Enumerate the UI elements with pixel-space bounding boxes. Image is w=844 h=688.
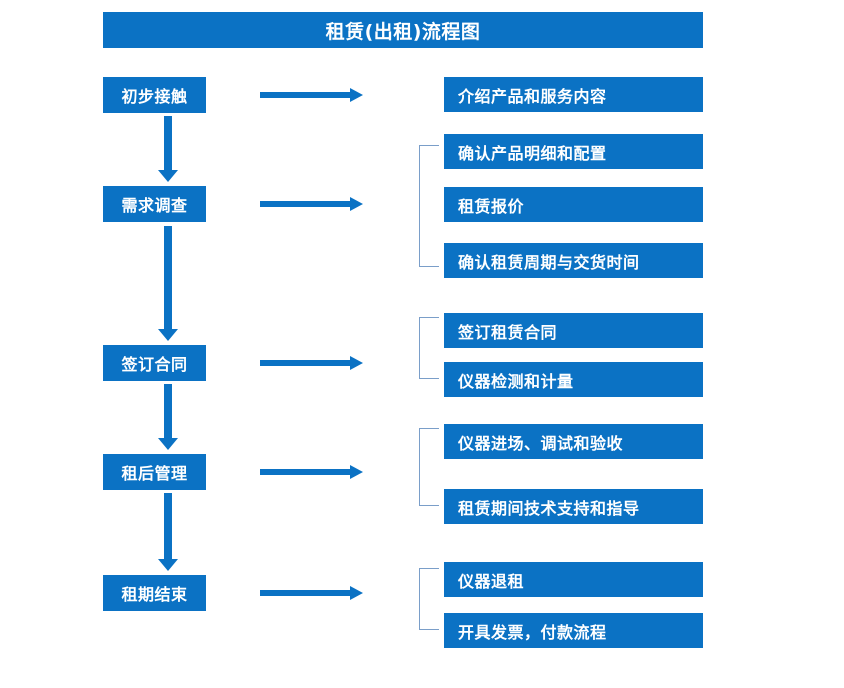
detail-box-9[interactable]: 仪器退租 <box>444 562 703 597</box>
right-arrow-2 <box>260 197 363 211</box>
detail-box-7[interactable]: 仪器进场、调试和验收 <box>444 424 703 459</box>
detail-box-5[interactable]: 签订租赁合同 <box>444 313 703 348</box>
stage-box-3[interactable]: 签订合同 <box>103 345 206 381</box>
down-arrow-4 <box>155 493 181 571</box>
stage-box-4[interactable]: 租后管理 <box>103 454 206 490</box>
down-arrow-1 <box>155 116 181 182</box>
group-bracket-management <box>419 428 439 506</box>
stage-box-2[interactable]: 需求调查 <box>103 186 206 222</box>
right-arrow-1 <box>260 88 363 102</box>
detail-box-1[interactable]: 介绍产品和服务内容 <box>444 77 703 112</box>
stage-box-1[interactable]: 初步接触 <box>103 77 206 113</box>
right-arrow-4 <box>260 465 363 479</box>
right-arrow-3 <box>260 356 363 370</box>
detail-box-8[interactable]: 租赁期间技术支持和指导 <box>444 489 703 524</box>
detail-box-3[interactable]: 租赁报价 <box>444 187 703 222</box>
flowchart-title: 租赁(出租)流程图 <box>103 12 703 48</box>
detail-box-2[interactable]: 确认产品明细和配置 <box>444 134 703 169</box>
detail-box-6[interactable]: 仪器检测和计量 <box>444 362 703 397</box>
right-arrow-5 <box>260 586 363 600</box>
group-bracket-contract <box>419 317 439 379</box>
down-arrow-2 <box>155 226 181 341</box>
stage-box-5[interactable]: 租期结束 <box>103 575 206 611</box>
detail-box-10[interactable]: 开具发票，付款流程 <box>444 613 703 648</box>
group-bracket-end <box>419 568 439 630</box>
detail-box-4[interactable]: 确认租赁周期与交货时间 <box>444 243 703 278</box>
group-bracket-needs <box>419 145 439 267</box>
down-arrow-3 <box>155 384 181 450</box>
